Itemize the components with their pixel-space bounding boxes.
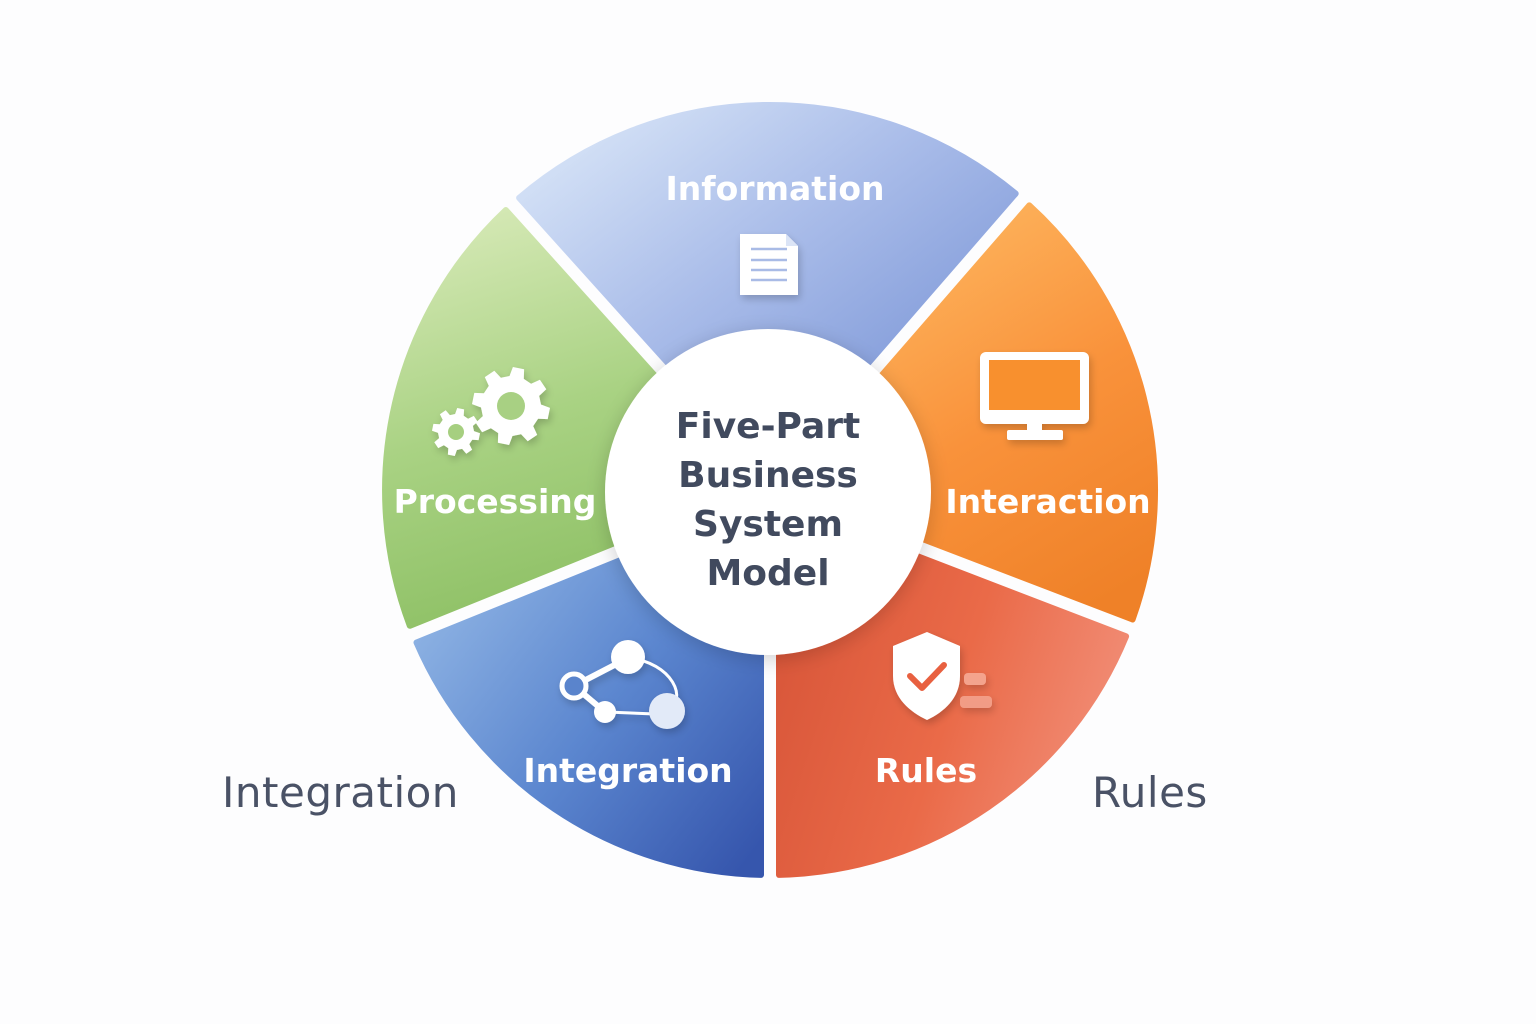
segment-label-information: Information [666, 169, 885, 208]
center-title-line-4: Model [706, 553, 829, 594]
side-label-rules: Rules [1092, 768, 1208, 817]
segment-label-interaction: Interaction [945, 482, 1150, 521]
document-icon [740, 234, 798, 295]
center-circle [605, 329, 931, 655]
gear-big-hole [497, 392, 525, 420]
network-nodes-icon [559, 640, 685, 729]
segment-label-integration: Integration [523, 751, 732, 790]
segment-interaction-content: Interaction [945, 352, 1151, 521]
gear-small-hole [448, 424, 464, 440]
segment-label-processing: Processing [394, 482, 597, 521]
center-title-line-2: Business [678, 455, 858, 496]
segment-label-rules: Rules [875, 751, 977, 790]
gears-icon [432, 367, 550, 456]
center-title-line-1: Five-Part [676, 406, 860, 447]
center-hub: Five-Part Business System Model [605, 329, 931, 655]
shield-check-icon [893, 632, 992, 720]
segment-rules-content: Rules [875, 632, 992, 790]
gear-small-icon [432, 408, 480, 456]
center-title-line-3: System [693, 504, 843, 545]
monitor-icon [980, 352, 1089, 440]
side-label-integration: Integration [222, 768, 459, 817]
segment-information-content: Information [666, 169, 885, 295]
segment-processing-content: Processing [394, 367, 597, 521]
segment-integration-content: Integration [523, 640, 733, 790]
gear-large-icon [472, 367, 550, 445]
